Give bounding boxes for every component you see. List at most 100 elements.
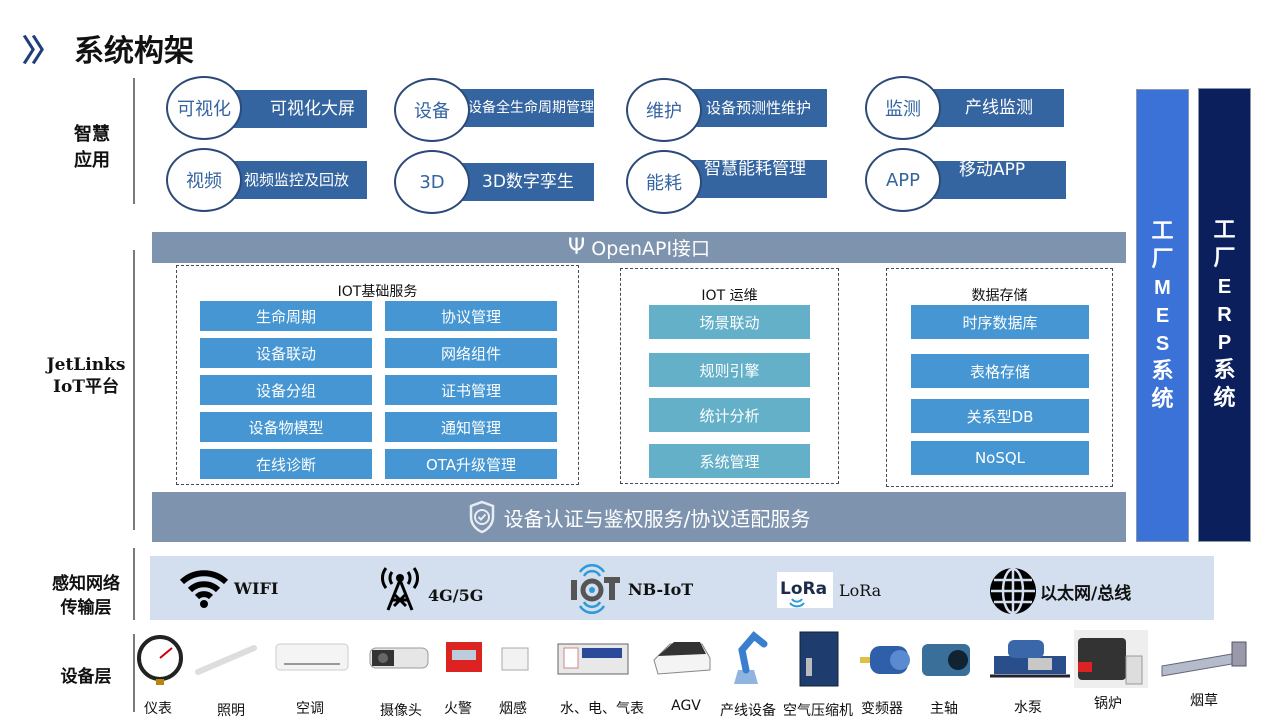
app-circle[interactable]: 设备	[394, 78, 470, 142]
spindle-motor-icon	[918, 630, 974, 688]
openapi-label: OpenAPI接口	[591, 238, 711, 260]
iot-ops-item[interactable]: 场景联动	[649, 305, 810, 339]
layer-divider	[133, 634, 135, 712]
iot-service-item[interactable]: 设备联动	[200, 338, 372, 368]
auth-service-bar[interactable]: 设备认证与鉴权服务/协议适配服务	[152, 492, 1126, 542]
device-label: 空调	[296, 701, 324, 717]
app-bar[interactable]: 可视化大屏	[230, 90, 367, 128]
app-circle[interactable]: 视频	[166, 148, 242, 212]
auth-service-label: 设备认证与鉴权服务/协议适配服务	[503, 506, 811, 531]
app-circle[interactable]: 3D	[394, 150, 470, 214]
network-label: NB-IoT	[628, 579, 694, 599]
layer-label-line: 传输层	[60, 598, 112, 618]
network-layer-band	[150, 556, 1214, 620]
shield-check-icon	[469, 500, 494, 534]
data-storage-item[interactable]: 关系型DB	[911, 399, 1089, 433]
device-label: 仪表	[144, 701, 172, 717]
network-label: WIFI	[234, 578, 279, 598]
utility-meter-icon	[556, 630, 630, 688]
network-label: 4G/5G	[428, 585, 484, 605]
layer-label-line: 设备层	[60, 667, 112, 687]
data-storage-item[interactable]: 时序数据库	[911, 305, 1089, 339]
iot-ops-item[interactable]: 规则引擎	[649, 353, 810, 387]
smoke-sensor-icon	[500, 630, 530, 688]
layer-label-line: 应用	[74, 150, 110, 171]
iot-service-item[interactable]: 通知管理	[385, 412, 557, 442]
double-chevron-right-icon: 〉〉	[22, 34, 61, 69]
data-storage-item[interactable]: 表格存储	[911, 354, 1089, 388]
network-label: 以太网/总线	[1040, 583, 1132, 604]
app-bar[interactable]: 设备预测性维护	[690, 89, 827, 127]
network-item-wifi: WIFI	[180, 568, 278, 608]
app-bar[interactable]: 智慧能耗管理	[690, 160, 827, 198]
system-column-char: 统	[1213, 386, 1236, 411]
iot-service-item[interactable]: 设备分组	[200, 375, 372, 405]
layer-label-line: 智慧	[74, 124, 110, 145]
iot-service-item[interactable]: 设备物模型	[200, 412, 372, 442]
wifi-icon	[180, 570, 228, 608]
app-circle[interactable]: 监测	[865, 76, 941, 140]
system-column-char: 系	[1151, 358, 1174, 384]
layer-divider	[133, 250, 135, 530]
openapi-bar[interactable]: Ψ OpenAPI接口	[152, 232, 1126, 263]
device-label: AGV	[671, 698, 701, 714]
device-label: 水、电、气表	[560, 701, 644, 717]
fire-alarm-icon	[444, 630, 484, 688]
svg-text:LoRa: LoRa	[780, 579, 827, 599]
system-column-char: P	[1217, 332, 1232, 354]
system-column-char: M	[1154, 276, 1171, 299]
device-label: 变频器	[861, 701, 903, 717]
iot-service-item[interactable]: 生命周期	[200, 301, 372, 331]
system-column-char: E	[1217, 276, 1232, 298]
layer-divider	[133, 78, 135, 204]
data-storage-group	[886, 268, 1113, 487]
air-compressor-icon	[796, 630, 842, 688]
iot-basic-services-group	[176, 265, 579, 485]
system-column-char: 系	[1213, 358, 1236, 383]
device-label: 火警	[444, 701, 472, 717]
iot-service-item[interactable]: 协议管理	[385, 301, 557, 331]
network-label: LoRa	[839, 580, 882, 600]
app-bar[interactable]: 3D数字孪生	[460, 163, 594, 201]
device-label: 照明	[217, 703, 245, 719]
device-label: 烟草	[1190, 693, 1218, 709]
app-circle[interactable]: 能耗	[626, 150, 702, 214]
system-column-char: 厂	[1213, 246, 1236, 271]
iot-logo-icon	[571, 564, 620, 614]
app-circle[interactable]: 维护	[626, 78, 702, 142]
camera-icon	[368, 630, 432, 688]
system-column-char: R	[1217, 304, 1232, 326]
device-label: 主轴	[930, 701, 958, 717]
iot-service-item[interactable]: 证书管理	[385, 375, 557, 405]
boiler-icon	[1074, 630, 1148, 688]
iot-ops-group	[620, 268, 839, 484]
iot-service-item[interactable]: 网络组件	[385, 338, 557, 368]
agv-icon	[648, 630, 714, 688]
iot-service-item[interactable]: OTA升级管理	[385, 449, 557, 479]
device-label: 摄像头	[380, 703, 422, 719]
system-column-char: 工	[1151, 218, 1174, 244]
iot-ops-item[interactable]: 系统管理	[649, 444, 810, 478]
app-bar[interactable]: 设备全生命周期管理	[460, 89, 594, 127]
data-storage-item[interactable]: NoSQL	[911, 441, 1089, 475]
iot-service-item[interactable]: 在线诊断	[200, 449, 372, 479]
network-item-cellular: 4G/5G	[378, 564, 483, 612]
app-circle[interactable]: APP	[865, 148, 941, 212]
layer-label-line: JetLinks	[46, 355, 126, 375]
app-bar[interactable]: 移动APP	[925, 161, 1066, 199]
app-circle[interactable]: 可视化	[166, 76, 242, 140]
device-label: 空气压缩机	[783, 703, 853, 719]
iot-ops-item[interactable]: 统计分析	[649, 398, 810, 432]
app-bar[interactable]: 产线监测	[925, 89, 1064, 127]
air-conditioner-icon	[274, 630, 350, 688]
device-label: 水泵	[1014, 700, 1042, 716]
api-trident-icon: Ψ	[567, 234, 586, 260]
layer-label-line: IoT平台	[53, 377, 119, 397]
iot-basic-services-title: IOT基础服务	[337, 284, 418, 300]
tobacco-machine-icon	[1160, 630, 1252, 688]
globe-icon	[990, 567, 1036, 615]
pressure-gauge-icon	[136, 630, 184, 688]
app-bar[interactable]: 视频监控及回放	[230, 161, 367, 199]
